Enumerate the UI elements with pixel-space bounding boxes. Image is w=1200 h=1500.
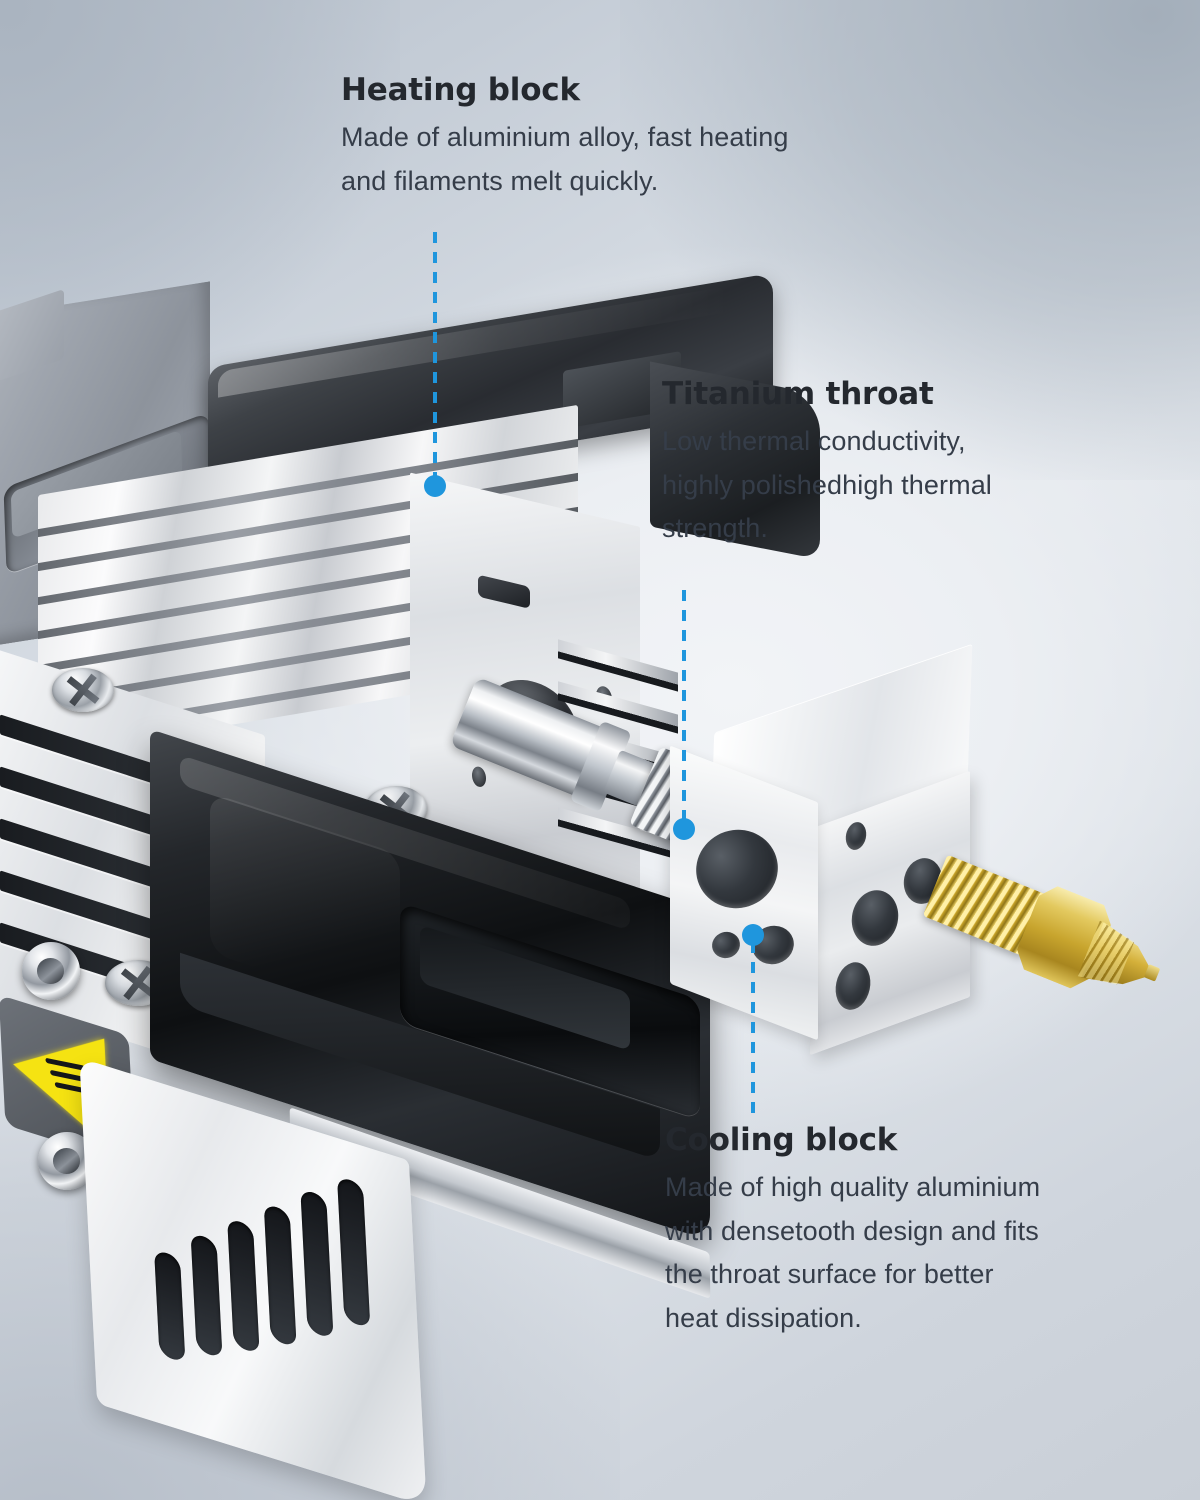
mounting-plate-tab [0, 288, 64, 404]
callout-titanium-throat: Titanium throat Low thermal conductivity… [662, 378, 1107, 551]
bracket-vent-slot [190, 1232, 223, 1359]
leader-endpoint-dot [424, 475, 446, 497]
callout-body-titanium-throat-line-1: Low thermal conductivity, [662, 425, 966, 456]
callout-body-heating-block-line-1: Made of aluminium alloy, fast heating [341, 121, 789, 152]
bracket-vent-slot [154, 1249, 186, 1364]
callout-body-titanium-throat-line-2: highly polishedhigh thermal [662, 469, 992, 500]
callout-body-titanium-throat-line-3: strength. [662, 513, 768, 544]
bracket-vent-slot [263, 1203, 297, 1348]
callout-heating-block: Heating block Made of aluminium alloy, f… [341, 74, 951, 203]
bracket-vent-slot [336, 1175, 371, 1329]
leader-dashed-line [751, 942, 755, 1122]
bracket-vent-slot [300, 1188, 334, 1340]
cross-screw [52, 668, 114, 712]
callout-body-cooling-block-line-2: with densetooth design and fits [665, 1215, 1039, 1246]
heatsink-step-fin [558, 639, 678, 685]
heatsink-face-tab [478, 574, 530, 609]
leader-dashed-line [682, 590, 686, 828]
leader-line-heating-block [424, 232, 446, 502]
callout-title-cooling-block: Cooling block [665, 1122, 898, 1158]
leader-endpoint-dot [673, 818, 695, 840]
leader-endpoint-dot [742, 924, 764, 946]
bracket-vent-slot [227, 1217, 260, 1355]
ball-head-screw [22, 942, 80, 1000]
callout-body-cooling-block-line-4: heat dissipation. [665, 1303, 862, 1334]
leader-dashed-line [433, 232, 437, 484]
callout-title-heating-block: Heating block [341, 72, 580, 108]
callout-body-heating-block-line-2: and filaments melt quickly. [341, 165, 659, 196]
callout-title-titanium-throat: Titanium throat [662, 376, 934, 412]
hotend-assembly-illustration [0, 272, 1190, 1500]
callout-body-cooling-block-line-1: Made of high quality aluminium [665, 1171, 1041, 1202]
leader-line-cooling-block [742, 924, 764, 1124]
callout-cooling-block: Cooling block Made of high quality alumi… [665, 1124, 1170, 1341]
leader-line-titanium-throat [673, 590, 695, 848]
callout-body-cooling-block-line-3: the throat surface for better [665, 1259, 994, 1290]
